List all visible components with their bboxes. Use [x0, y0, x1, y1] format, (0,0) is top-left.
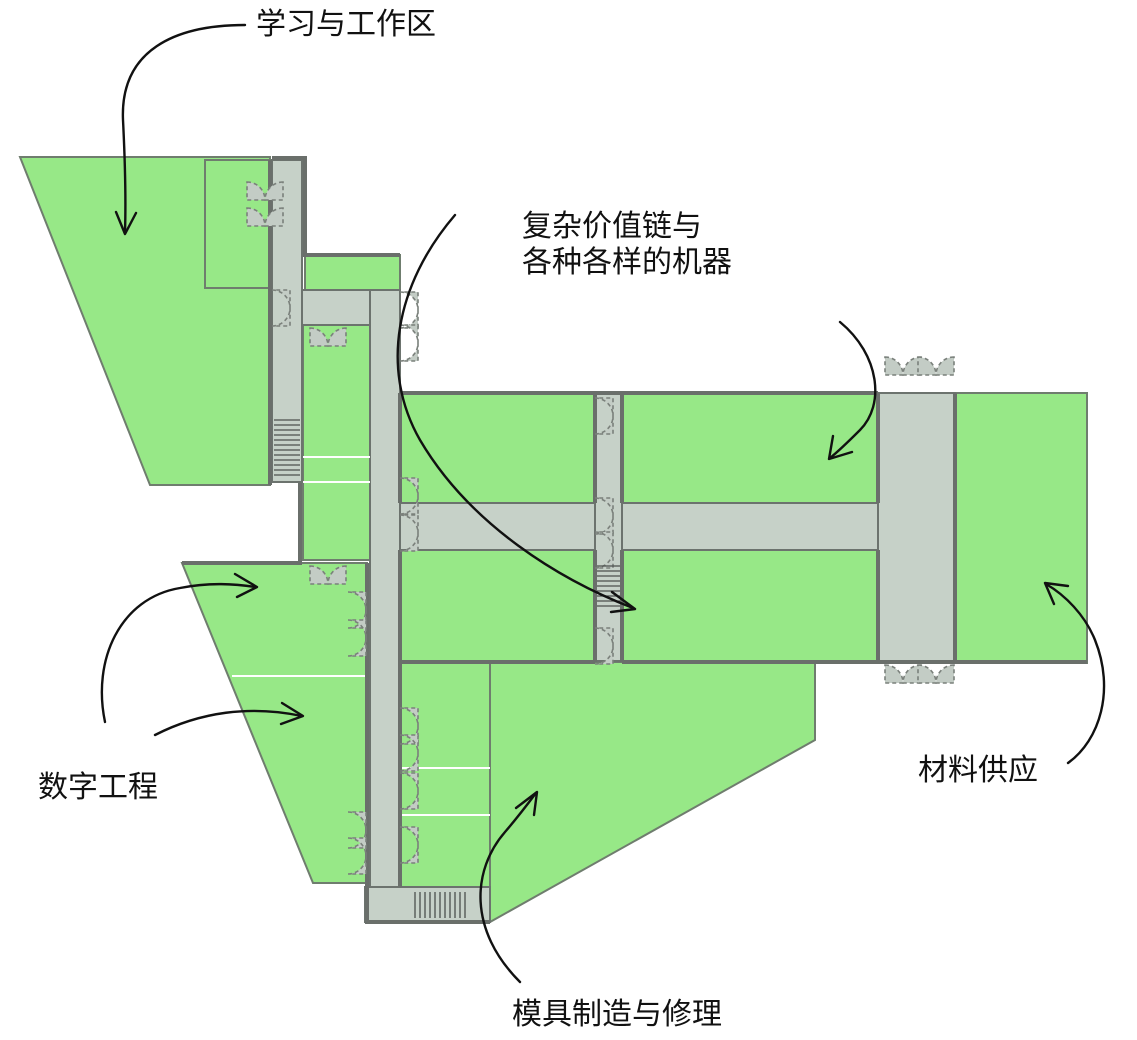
corridor-main-spine: [369, 289, 401, 921]
arrow-study-work: [121, 23, 247, 234]
arrow-machines-east: [828, 320, 877, 460]
rooms-layer: [18, 156, 1088, 924]
door-swing: [917, 356, 955, 376]
door-swing: [884, 664, 922, 684]
arrow-digital-engineering-upper: [100, 582, 257, 724]
room-left-strip: [302, 324, 371, 561]
corridor-layer: [271, 159, 956, 923]
room-upper-center: [304, 254, 401, 291]
stair-south: [414, 892, 466, 918]
label-value-chain-line2: 各种各样的机器: [522, 245, 732, 280]
stair-northwest: [274, 419, 300, 476]
corridor-east-wide: [877, 392, 956, 664]
arrow-digital-engineering-lower: [153, 709, 304, 737]
label-study-work: 学习与工作区: [256, 7, 436, 42]
wall-layer: [182, 156, 1087, 924]
room-machines-south-west: [399, 549, 596, 663]
corridor-lower-landing: [364, 886, 491, 923]
room-machines-north-east: [621, 392, 879, 504]
room-mold-making: [489, 661, 816, 924]
door-swing: [917, 664, 955, 684]
divider-layer: [232, 456, 490, 816]
corridor-east-west: [399, 502, 879, 551]
room-material-supply: [954, 392, 1088, 664]
annotation-arrows: [100, 23, 1106, 984]
label-material-supply: 材料供应: [918, 753, 1038, 788]
arrow-material-supply: [1044, 582, 1106, 765]
label-mold-making: 模具制造与修理: [512, 997, 722, 1032]
label-value-chain-line1: 复杂价值链与: [522, 209, 702, 244]
arrow-mold-making: [479, 791, 538, 984]
label-layer: 学习与工作区 复杂价值链与 各种各样的机器 数字工程 材料供应 模具制造与修理: [38, 7, 1038, 1032]
arrow-value-chain: [396, 213, 635, 610]
door-swing: [884, 356, 922, 376]
room-machines-south-east: [621, 549, 879, 663]
label-digital-engineering: 数字工程: [38, 770, 158, 805]
door-swing: [399, 324, 419, 362]
room-digital-engineering: [180, 562, 368, 884]
room-machines-north-west: [399, 392, 596, 504]
